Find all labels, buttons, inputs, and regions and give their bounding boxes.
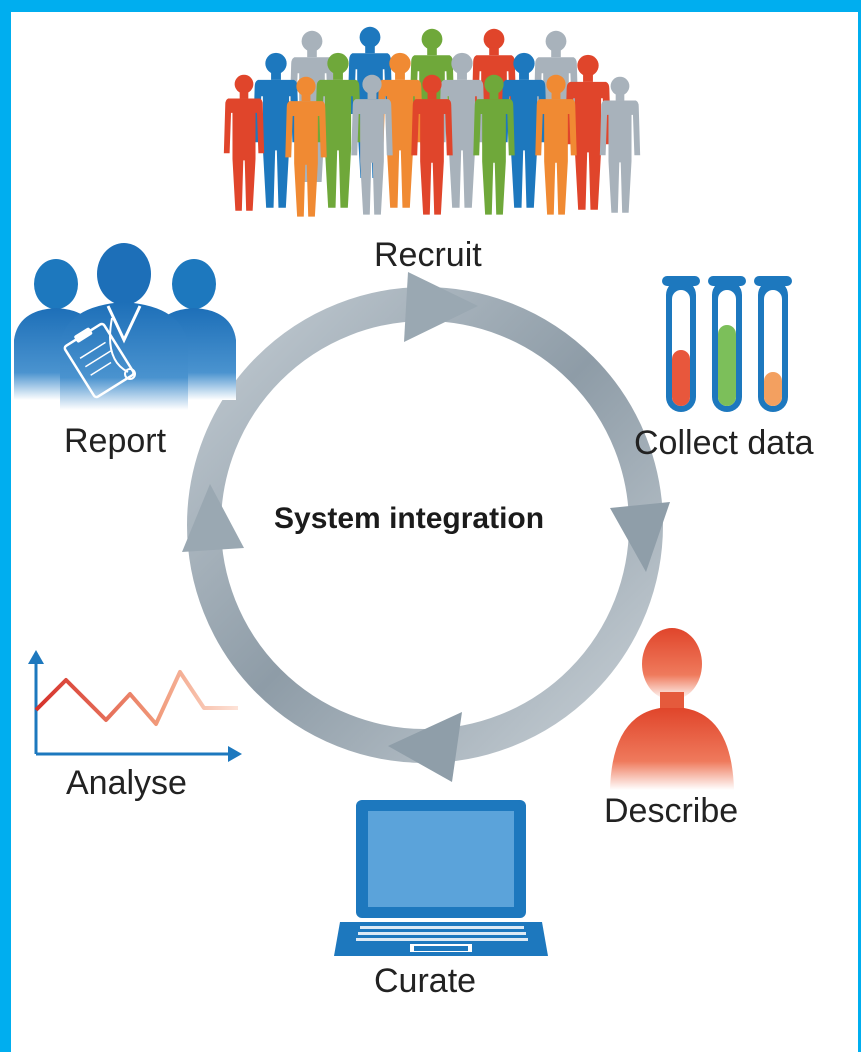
person-silhouette-icon [610, 628, 734, 790]
test-tube-orange [754, 276, 792, 412]
arrow-collect-icon [610, 502, 670, 572]
test-tube-green [708, 276, 746, 412]
stage-label-describe: Describe [604, 792, 739, 830]
clinicians-icon [14, 243, 236, 410]
stage-label-curate: Curate [374, 962, 477, 1000]
test-tube-red [662, 276, 700, 412]
arrow-report-icon [182, 484, 244, 552]
center-title: System integration [274, 502, 545, 535]
stage-label-report: Report [64, 422, 167, 460]
stage-label-collect-data: Collect data [634, 424, 814, 462]
stage-label-recruit: Recruit [374, 236, 482, 274]
cycle-ring [182, 272, 670, 782]
test-tubes-icon [662, 276, 792, 412]
arrow-curate-icon [388, 712, 462, 782]
laptop-icon [334, 800, 548, 956]
crowd-of-people-icon [223, 26, 641, 217]
arrow-recruit-icon [404, 272, 478, 342]
line-graph-icon [28, 650, 242, 762]
stage-label-analyse: Analyse [66, 764, 187, 802]
